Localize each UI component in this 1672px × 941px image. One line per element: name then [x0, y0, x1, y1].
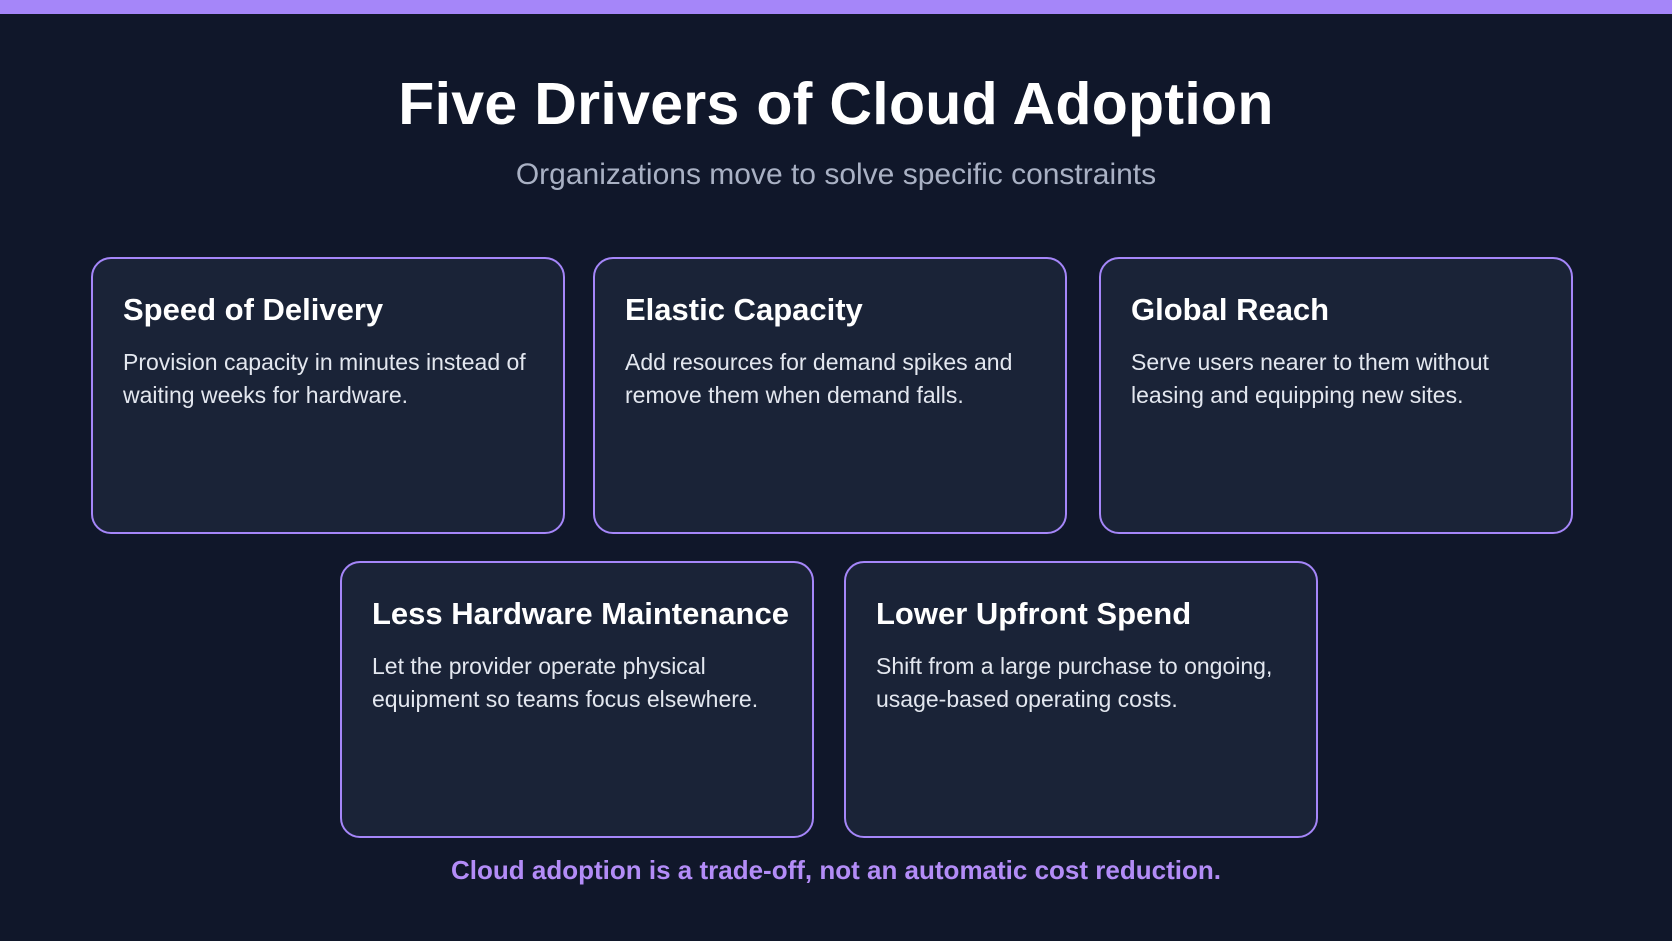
- card-description: Provision capacity in minutes instead of…: [123, 349, 526, 409]
- card-title: Lower Upfront Spend: [876, 596, 1192, 631]
- driver-card-lower-upfront-spend: Lower Upfront Spend Shift from a large p…: [844, 561, 1318, 838]
- driver-card-speed-of-delivery: Speed of Delivery Provision capacity in …: [91, 257, 565, 534]
- driver-card-elastic-capacity: Elastic Capacity Add resources for deman…: [593, 257, 1067, 534]
- card-description: Shift from a large purchase to ongoing, …: [876, 653, 1273, 713]
- driver-card-less-hardware-maintenance: Less Hardware Maintenance Let the provid…: [340, 561, 814, 838]
- card-title: Speed of Delivery: [123, 292, 384, 327]
- card-title: Global Reach: [1131, 292, 1330, 327]
- top-accent-bar: [0, 0, 1672, 14]
- card-description: Add resources for demand spikes and remo…: [625, 349, 1013, 409]
- card-title: Less Hardware Maintenance: [372, 596, 789, 631]
- footer-takeaway: Cloud adoption is a trade-off, not an au…: [451, 855, 1221, 885]
- page-subtitle: Organizations move to solve specific con…: [515, 158, 1157, 191]
- card-description: Let the provider operate physical equipm…: [372, 653, 759, 713]
- card-title: Elastic Capacity: [625, 292, 863, 327]
- card-description: Serve users nearer to them without leasi…: [1131, 349, 1489, 409]
- page-title: Five Drivers of Cloud Adoption: [398, 71, 1274, 137]
- driver-card-global-reach: Global Reach Serve users nearer to them …: [1099, 257, 1573, 534]
